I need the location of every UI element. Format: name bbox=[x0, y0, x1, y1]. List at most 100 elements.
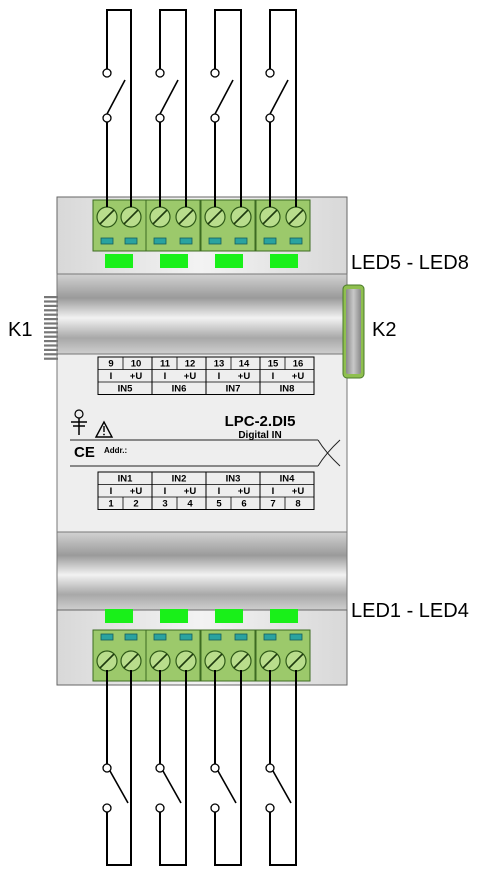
connector-k2-label: K2 bbox=[372, 319, 397, 341]
switch-contact bbox=[102, 113, 112, 123]
terminal-indicator bbox=[179, 237, 193, 245]
device-subtitle: Digital IN bbox=[238, 430, 282, 441]
signal-name: +U bbox=[184, 371, 197, 382]
wire bbox=[214, 670, 242, 866]
k1-pin bbox=[44, 357, 58, 360]
signal-name: I bbox=[164, 486, 167, 497]
input-group-name: IN1 bbox=[118, 474, 134, 485]
led-indicator bbox=[270, 254, 298, 268]
screw-icon bbox=[96, 650, 118, 672]
led-indicator bbox=[215, 609, 243, 623]
terminal-pin-number: 1 bbox=[108, 499, 114, 510]
led-indicator bbox=[105, 254, 133, 268]
connector-k1-icon bbox=[44, 296, 58, 360]
switch-contact bbox=[265, 68, 275, 78]
signal-name: I bbox=[218, 486, 221, 497]
terminal-indicator bbox=[263, 633, 277, 641]
switch-contact bbox=[102, 763, 112, 773]
terminal-pin-number: 13 bbox=[214, 359, 225, 370]
screw-icon bbox=[149, 650, 171, 672]
terminal-pin-number: 5 bbox=[216, 499, 222, 510]
k1-pin bbox=[44, 304, 58, 307]
terminal-indicator bbox=[153, 237, 167, 245]
signal-name: I bbox=[218, 371, 221, 382]
warning-triangle-icon bbox=[94, 420, 114, 438]
switch-icon bbox=[265, 9, 297, 207]
k1-pin bbox=[44, 340, 58, 343]
terminal-indicator bbox=[234, 237, 248, 245]
screw-slot bbox=[233, 653, 249, 669]
terminal-indicator bbox=[153, 633, 167, 641]
screw-slot bbox=[178, 653, 194, 669]
switch-lever bbox=[109, 770, 129, 804]
screw-icon bbox=[149, 206, 171, 228]
label-divider-cross bbox=[317, 439, 341, 467]
bottom-switch-wiring bbox=[102, 670, 297, 866]
screw-slot bbox=[207, 653, 223, 669]
wire bbox=[106, 9, 132, 207]
switch-icon bbox=[155, 9, 187, 207]
terminal-indicator bbox=[179, 633, 193, 641]
screw-icon bbox=[285, 206, 307, 228]
led-indicator bbox=[270, 609, 298, 623]
switch-icon bbox=[102, 670, 132, 866]
k1-pin bbox=[44, 344, 58, 347]
screw-icon bbox=[259, 206, 281, 228]
device-title: LPC-2.DI5 bbox=[224, 413, 296, 430]
address-label: Addr.: bbox=[104, 446, 128, 455]
signal-name: +U bbox=[130, 371, 143, 382]
terminal-indicator bbox=[234, 633, 248, 641]
screw-slot bbox=[288, 653, 304, 669]
screw-icon bbox=[204, 206, 226, 228]
signal-name: I bbox=[110, 371, 113, 382]
screw-icon bbox=[175, 650, 197, 672]
screw-slot bbox=[262, 209, 278, 225]
input-group-name: IN7 bbox=[226, 384, 241, 395]
k1-pin bbox=[44, 313, 58, 316]
switch-icon bbox=[155, 670, 187, 866]
terminal-pin-number: 10 bbox=[131, 359, 142, 370]
switch-lever bbox=[272, 770, 292, 804]
terminal-indicator bbox=[289, 633, 303, 641]
screw-slot bbox=[262, 653, 278, 669]
connector-k1-label: K1 bbox=[8, 319, 33, 341]
terminal-indicator bbox=[124, 237, 138, 245]
terminal-indicator bbox=[124, 633, 138, 641]
led-indicator bbox=[160, 254, 188, 268]
screw-icon bbox=[175, 206, 197, 228]
screw-icon bbox=[259, 650, 281, 672]
switch-contact bbox=[102, 803, 112, 813]
switch-lever bbox=[269, 79, 289, 115]
led-top-label: LED5 - LED8 bbox=[351, 252, 469, 274]
screw-slot bbox=[178, 209, 194, 225]
terminal-indicator bbox=[100, 633, 114, 641]
k1-pin bbox=[44, 353, 58, 356]
screw-slot bbox=[207, 209, 223, 225]
screw-icon bbox=[204, 650, 226, 672]
signal-name: +U bbox=[292, 371, 305, 382]
screw-slot bbox=[123, 653, 139, 669]
switch-contact bbox=[265, 763, 275, 773]
input-group-name: IN6 bbox=[172, 384, 187, 395]
switch-contact bbox=[265, 113, 275, 123]
led-indicator bbox=[215, 254, 243, 268]
terminal-pin-number: 14 bbox=[239, 359, 250, 370]
switch-lever bbox=[106, 79, 126, 115]
signal-name: I bbox=[272, 371, 275, 382]
screw-slot bbox=[233, 209, 249, 225]
signal-name: I bbox=[272, 486, 275, 497]
switch-contact bbox=[102, 68, 112, 78]
wire bbox=[159, 670, 187, 866]
switch-lever bbox=[217, 770, 237, 804]
switch-contact bbox=[210, 68, 220, 78]
screw-slot bbox=[288, 209, 304, 225]
switch-lever bbox=[159, 79, 179, 115]
screw-icon bbox=[96, 206, 118, 228]
k1-pin bbox=[44, 300, 58, 303]
led-indicator bbox=[105, 609, 133, 623]
switch-lever bbox=[214, 79, 234, 115]
switch-contact bbox=[265, 803, 275, 813]
led-bottom-label: LED1 - LED4 bbox=[351, 600, 469, 622]
